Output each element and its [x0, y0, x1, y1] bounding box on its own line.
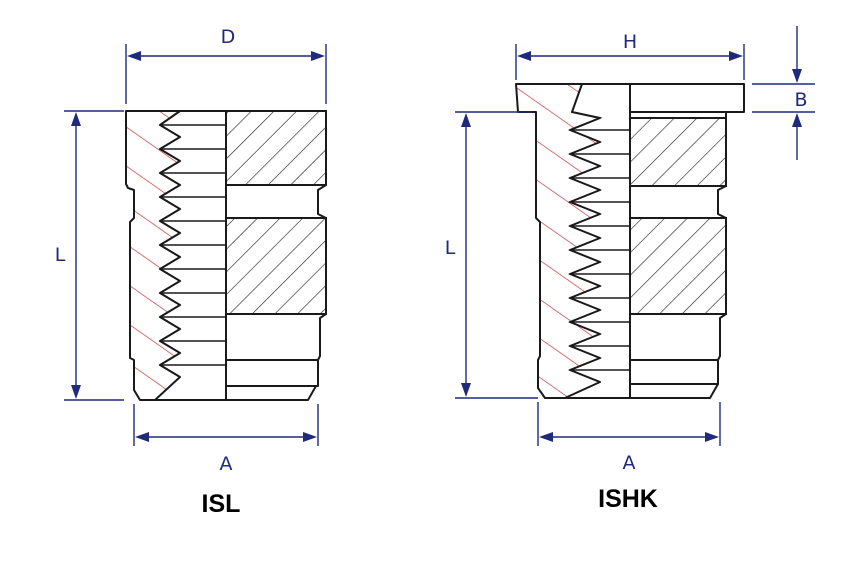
ishk-dim-b-label: B [794, 89, 807, 111]
isl-dim-a-label: A [220, 453, 233, 475]
isl-insert: D L A ISL [55, 26, 327, 518]
isl-dim-d: D [125, 26, 327, 104]
isl-dim-d-label: D [221, 26, 236, 48]
ishk-thread [567, 83, 603, 383]
ishk-dim-h-label: H [623, 31, 637, 53]
ishk-insert: H B L A ISHK [445, 26, 815, 513]
isl-caption: ISL [202, 490, 241, 518]
ishk-dim-b: B [752, 26, 815, 160]
ishk-dim-a: A [537, 402, 721, 474]
ishk-dim-l-label: L [445, 237, 456, 259]
isl-dim-l: L [55, 110, 124, 401]
ishk-dim-a-label: A [623, 452, 636, 474]
isl-dim-l-label: L [55, 244, 66, 266]
isl-left-section [125, 110, 181, 401]
ishk-caption: ISHK [598, 485, 658, 513]
ishk-right-section [516, 83, 745, 399]
ishk-dim-l: L [445, 111, 538, 399]
isl-thread-crests [160, 124, 226, 366]
ishk-thread-crests [570, 129, 630, 371]
isl-dim-a: A [133, 404, 319, 475]
isl-right-section [126, 110, 327, 401]
ishk-dim-h: H [515, 31, 745, 80]
